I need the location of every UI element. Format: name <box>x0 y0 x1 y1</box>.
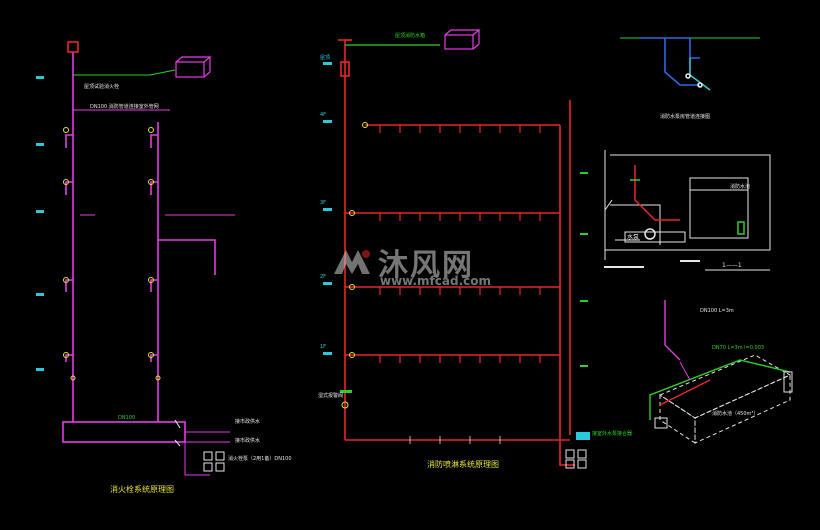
middle-floor-tag-4f: 4F <box>320 112 327 118</box>
right-pump-connection-diagram <box>620 37 760 91</box>
left-note-main: DN100 消防管道连接室外管网 <box>90 104 159 110</box>
middle-floor-tag-2f: 2F <box>320 274 327 280</box>
right-iso-tank-label: 消防水池（450m³） <box>712 411 759 417</box>
right-pump-room-section <box>604 150 771 271</box>
right-top-caption: 消防水泵房管道连接图 <box>660 114 711 120</box>
watermark-en-text: www.mfcad.com <box>380 274 491 288</box>
middle-pump-symbols <box>565 449 587 469</box>
right-isometric-tank <box>649 300 793 444</box>
right-tank-label: 消防水池 <box>730 184 751 190</box>
left-floor-tags <box>36 76 44 371</box>
right-section-labels-marks <box>604 260 700 268</box>
middle-floor-tag-3f: 3F <box>320 200 327 206</box>
left-note-top: 屋顶试验消火栓 <box>84 84 120 90</box>
middle-valve-label: 湿式报警阀 <box>318 393 344 399</box>
left-roof-tank <box>175 56 212 78</box>
left-hydrant-diagram <box>62 41 235 476</box>
left-pump-symbols <box>174 419 225 472</box>
middle-roof-tank-note: 屋顶消防水箱 <box>395 33 426 39</box>
middle-diagram-title: 消防喷淋系统原理图 <box>427 460 499 469</box>
middle-outlet-label: 接室外水泵接合器 <box>592 431 633 437</box>
right-pump-room-label: 水泵 <box>627 234 640 241</box>
middle-floor-tag-roof: 屋顶 <box>320 55 331 61</box>
left-pipe-label: DN100 <box>118 415 136 421</box>
middle-sprinkler-diagram <box>338 39 575 466</box>
middle-roof-tank <box>345 29 481 50</box>
left-diagram-title: 消火栓系统原理图 <box>110 485 174 494</box>
watermark-cn-text: 沐风网 <box>378 248 474 283</box>
left-hydrant-valves <box>63 127 161 381</box>
right-scale-label: 1——1 <box>722 262 742 269</box>
middle-floor-tags <box>323 62 332 355</box>
watermark-logo-icon <box>330 244 374 284</box>
left-outlet-1: 接市政供水 <box>235 419 261 425</box>
middle-sprinkler-heads <box>379 125 541 444</box>
right-iso-note-top: DN100 L=3m <box>700 308 734 314</box>
left-pump-note: 消火栓泵（2用1备）DN100 <box>228 456 292 462</box>
middle-valves <box>341 122 368 409</box>
middle-floor-tag-1f: 1F <box>320 344 327 350</box>
left-outlet-2: 接市政供水 <box>235 438 261 444</box>
watermark: 沐风网 www.mfcad.com <box>330 240 500 290</box>
middle-green-marks <box>340 172 590 440</box>
right-iso-note-pipe: DN70 L=3m i=0.003 <box>712 345 765 351</box>
right-pump-room-pipes <box>630 165 745 240</box>
